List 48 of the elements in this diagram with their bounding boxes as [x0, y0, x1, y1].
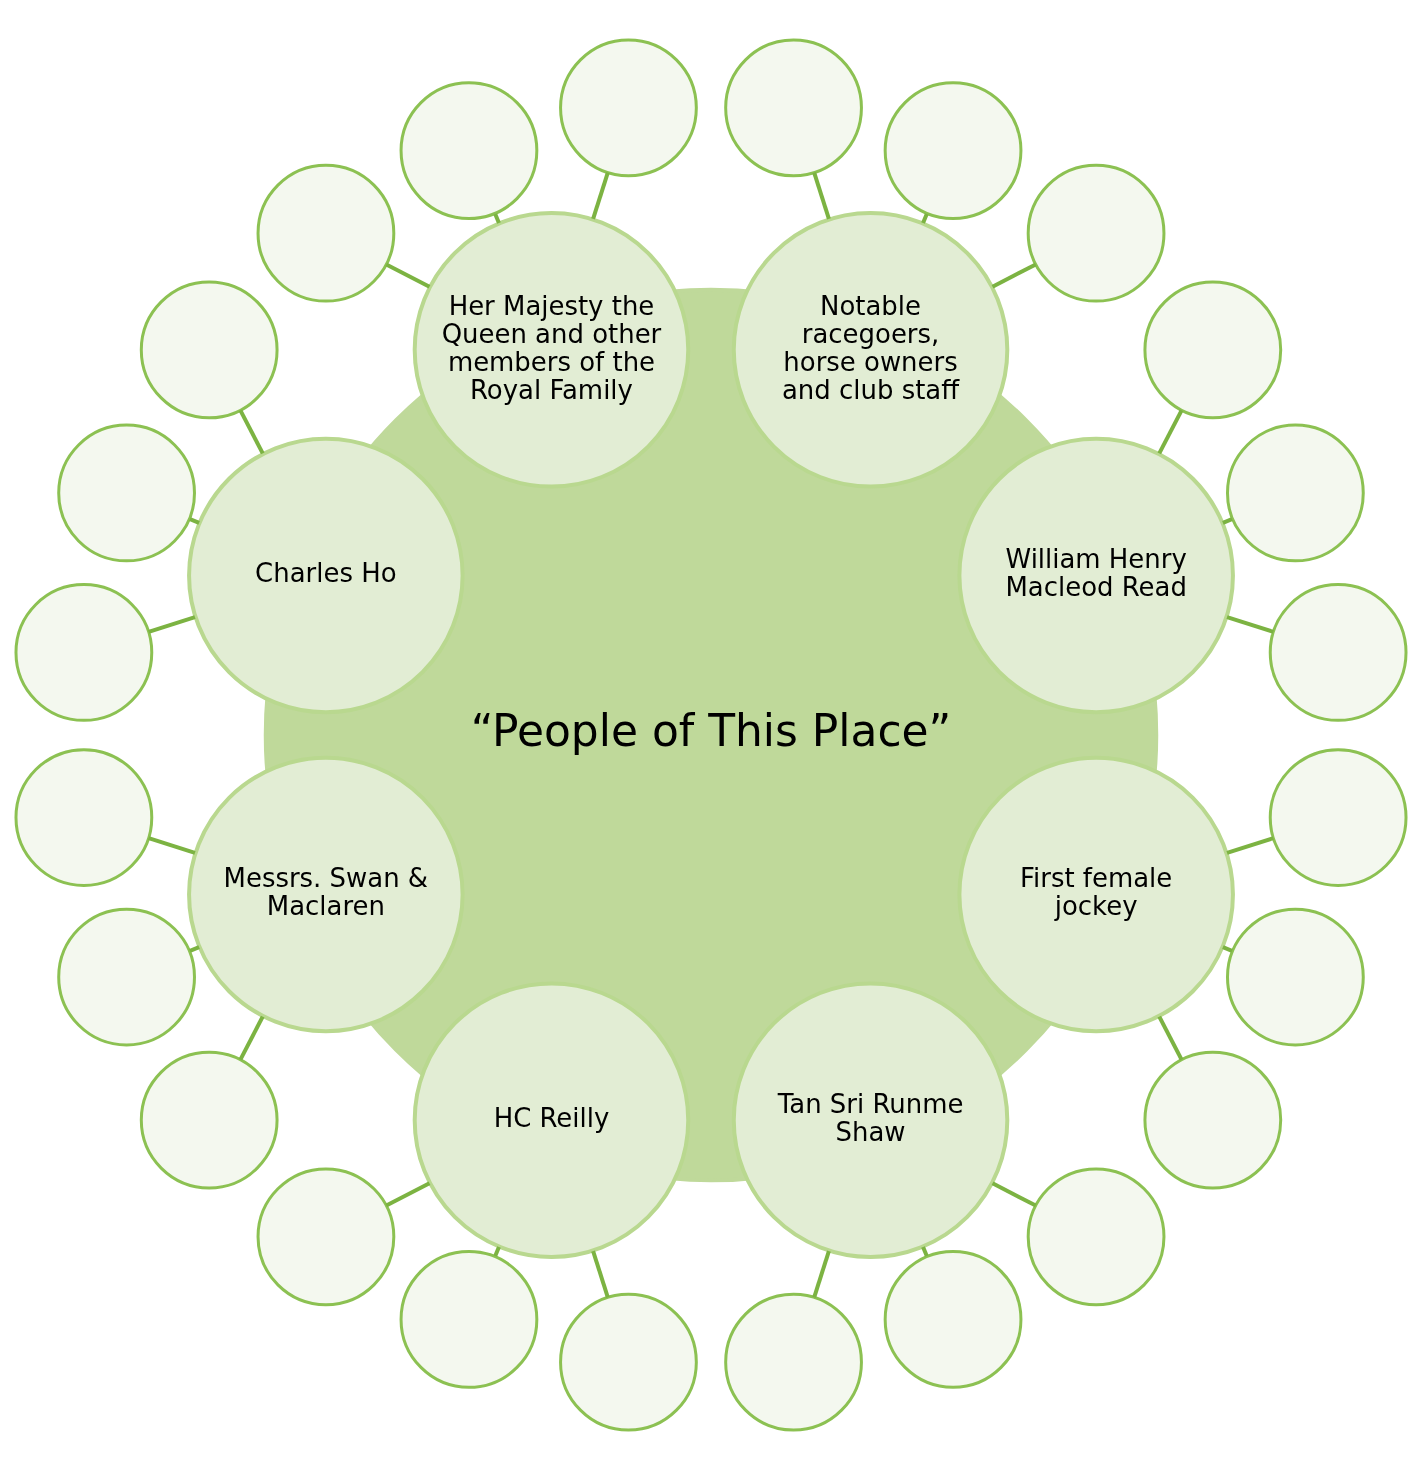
node-circle [724, 1292, 863, 1432]
node-circle [1226, 423, 1365, 563]
connector [148, 836, 196, 855]
connector [991, 1181, 1037, 1208]
node-circle [139, 1050, 279, 1190]
node-circle [883, 1250, 1023, 1389]
node-circle [14, 583, 154, 722]
connector [812, 172, 831, 220]
node-circle [139, 280, 279, 420]
node-circle [1143, 1050, 1283, 1190]
node-circle [559, 38, 698, 178]
node-circle [256, 163, 396, 303]
node-circle [57, 423, 196, 563]
connector [591, 1250, 610, 1298]
connector [1157, 1015, 1184, 1061]
node-circle [399, 1250, 539, 1389]
connector [189, 945, 200, 953]
connector [1157, 409, 1184, 455]
connector [1222, 517, 1233, 525]
connector [991, 262, 1037, 289]
node-circle [1268, 583, 1408, 722]
node-circle [14, 748, 154, 887]
connector [385, 1181, 431, 1208]
connector [812, 1250, 831, 1298]
node-circle [1143, 280, 1283, 420]
node-circle [1226, 907, 1365, 1047]
node-circle [57, 907, 196, 1047]
connector [921, 213, 929, 224]
node-circle [559, 1292, 698, 1432]
connector [1226, 836, 1274, 855]
node-circle [1268, 748, 1408, 887]
connector [591, 172, 610, 220]
connector [148, 615, 196, 634]
connector [921, 1246, 929, 1257]
connector [1222, 945, 1233, 953]
node-circle [256, 1167, 396, 1307]
node-circle [1026, 163, 1166, 303]
connector [493, 1246, 501, 1257]
node-circle [399, 81, 539, 220]
connector [385, 262, 431, 289]
connector [493, 213, 501, 224]
node-circle [724, 38, 863, 178]
node-circle [883, 81, 1023, 220]
node-circle [1026, 1167, 1166, 1307]
connector [238, 409, 265, 455]
connector [1226, 615, 1274, 634]
connector [238, 1015, 265, 1061]
connector [189, 517, 200, 525]
